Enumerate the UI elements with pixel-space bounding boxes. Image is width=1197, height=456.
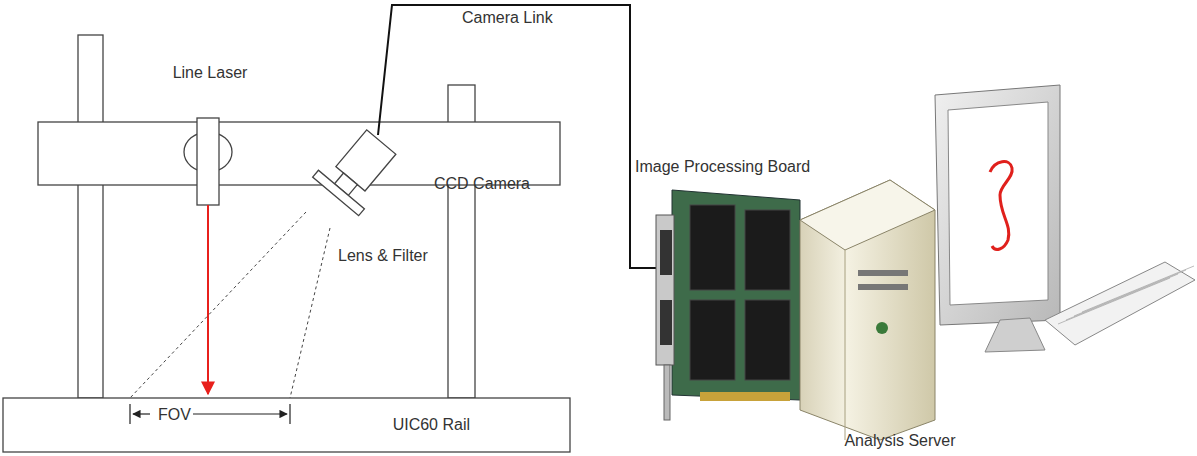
ccd-camera <box>313 123 405 216</box>
analysis-server <box>800 85 1195 440</box>
dimension-label: FOV <box>156 406 193 424</box>
line-laser <box>184 118 232 205</box>
rail <box>3 398 570 452</box>
server-node: Analysis Server <box>800 178 1000 452</box>
node-label: UIC60 Rail <box>393 416 470 434</box>
camera-link-cable <box>378 5 635 268</box>
node-label: Line Laser <box>173 64 248 82</box>
frame <box>38 35 560 398</box>
connector-label: Camera Link <box>462 9 553 27</box>
keyboard-key-row <box>1074 270 1186 316</box>
keyboard-key-row <box>1066 274 1178 320</box>
keyboard-key-row <box>1082 266 1194 312</box>
node-label: Image Processing Board <box>635 158 810 176</box>
part-label: Lens & Filter <box>336 247 430 265</box>
image-processing-board <box>635 190 800 420</box>
laser-beam <box>207 205 209 394</box>
fov-rays <box>130 212 330 398</box>
fov-dimension <box>130 404 290 424</box>
node-label: Analysis Server <box>844 432 955 450</box>
camera-node: CCD Camera <box>336 135 532 195</box>
keyboard-key-row <box>1058 278 1170 324</box>
board-node: Image Processing Board <box>635 158 880 423</box>
laser-node: Line Laser <box>150 62 270 208</box>
rail-node: UIC60 Rail <box>3 398 570 452</box>
node-label: CCD Camera <box>434 175 530 193</box>
